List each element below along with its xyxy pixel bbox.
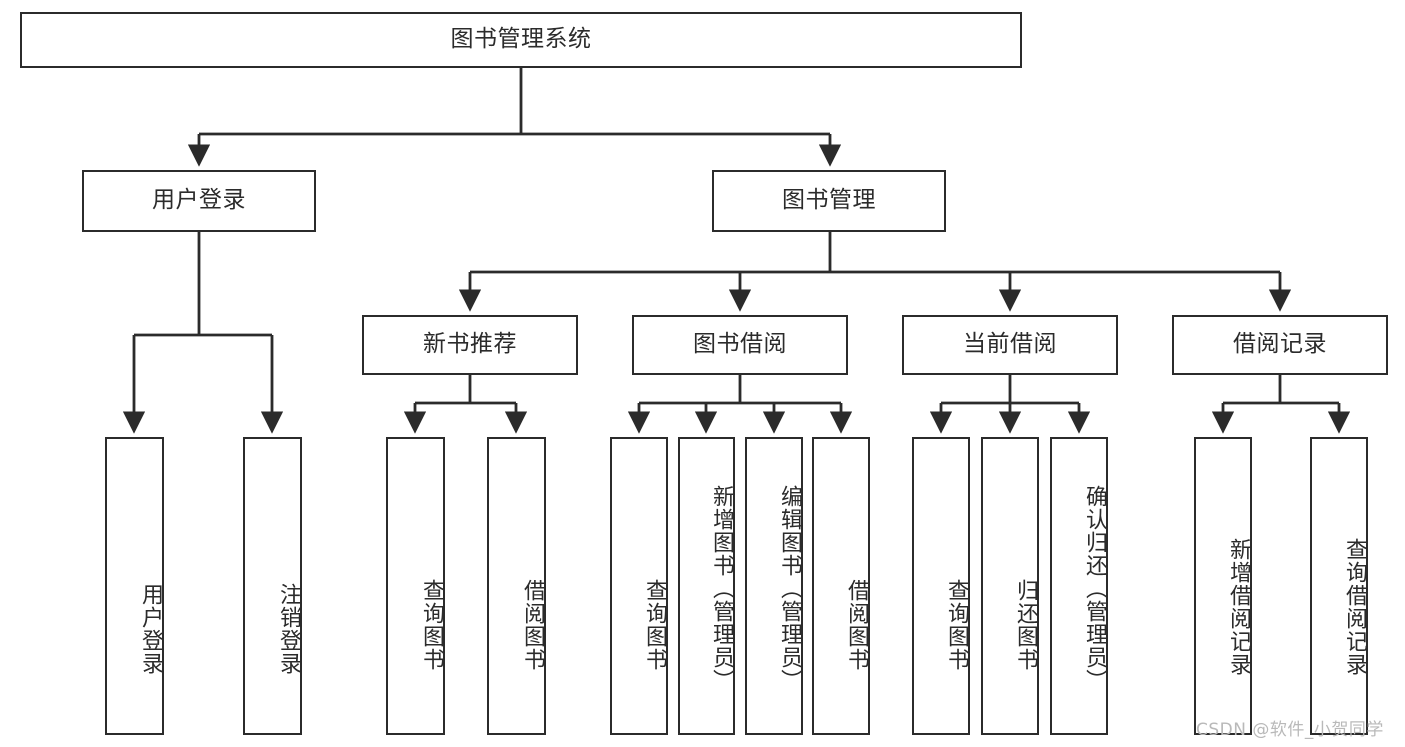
leaf-borrow-book[interactable]: 借阅图书 <box>812 437 870 735</box>
leaf-add-book-admin[interactable]: 新增图书（管理员） <box>678 437 735 735</box>
leaf-edit-book-admin[interactable]: 编辑图书（管理员） <box>745 437 803 735</box>
leaf-query-book-current[interactable]: 查询图书 <box>912 437 970 735</box>
leaf-confirm-return-admin[interactable]: 确认归还（管理员） <box>1050 437 1108 735</box>
leaf-query-borrow-record[interactable]: 查询借阅记录 <box>1310 437 1368 735</box>
leaf-add-borrow-record[interactable]: 新增借阅记录 <box>1194 437 1252 735</box>
leaf-query-book-newbook[interactable]: 查询图书 <box>386 437 445 735</box>
leaf-query-book-borrow[interactable]: 查询图书 <box>610 437 668 735</box>
leaf-return-book[interactable]: 归还图书 <box>981 437 1039 735</box>
node-book-management[interactable]: 图书管理 <box>712 170 946 232</box>
leaf-logout[interactable]: 注销登录 <box>243 437 302 735</box>
node-borrow-record[interactable]: 借阅记录 <box>1172 315 1388 375</box>
leaf-borrow-book-newbook[interactable]: 借阅图书 <box>487 437 546 735</box>
node-current-borrow[interactable]: 当前借阅 <box>902 315 1118 375</box>
node-book-borrow[interactable]: 图书借阅 <box>632 315 848 375</box>
watermark-credit: CSDN @软件_小贺同学 <box>1196 720 1384 740</box>
node-root-system[interactable]: 图书管理系统 <box>20 12 1022 68</box>
leaf-user-login[interactable]: 用户登录 <box>105 437 164 735</box>
node-new-book-recommend[interactable]: 新书推荐 <box>362 315 578 375</box>
node-user-login[interactable]: 用户登录 <box>82 170 316 232</box>
